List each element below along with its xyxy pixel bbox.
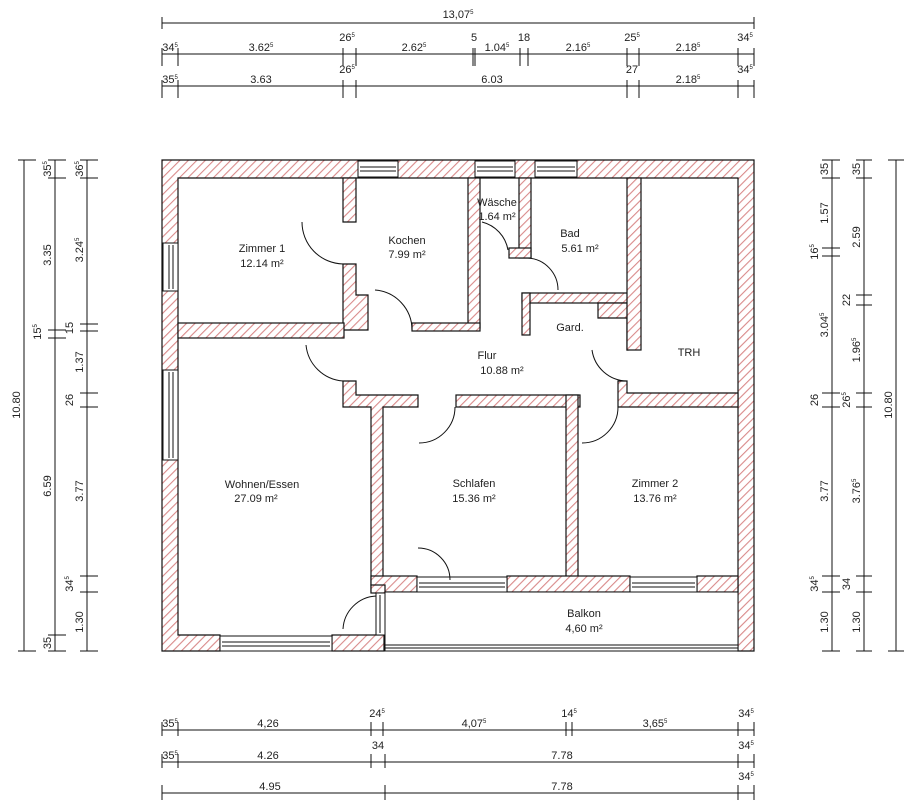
svg-text:1.57: 1.57 xyxy=(819,202,831,223)
svg-text:22: 22 xyxy=(841,294,853,306)
svg-text:345: 345 xyxy=(737,32,753,44)
svg-text:18: 18 xyxy=(518,32,530,44)
svg-text:345: 345 xyxy=(64,576,76,592)
room-name-trh: TRH xyxy=(678,347,701,359)
svg-text:3.77: 3.77 xyxy=(819,480,831,501)
dim-top-labels: 13,075 345 3.625 265 2.625 5 1.045 18 2.… xyxy=(162,9,753,86)
svg-text:345: 345 xyxy=(162,42,178,54)
room-labels: Zimmer 1 12.14 m² Kochen 7.99 m² Wäsche … xyxy=(225,197,701,635)
svg-text:265: 265 xyxy=(339,32,355,44)
svg-text:34: 34 xyxy=(372,740,384,752)
room-name-bad: Bad xyxy=(560,228,580,240)
svg-text:3.625: 3.625 xyxy=(249,42,274,54)
svg-text:365: 365 xyxy=(74,161,86,177)
doors xyxy=(301,221,628,630)
room-area-flur: 10.88 m² xyxy=(480,365,524,377)
room-area-waesche: 1.64 m² xyxy=(478,211,516,223)
svg-text:1.965: 1.965 xyxy=(851,337,863,362)
svg-text:26: 26 xyxy=(809,394,821,406)
svg-text:2.59: 2.59 xyxy=(851,226,863,247)
svg-text:355: 355 xyxy=(162,718,178,730)
svg-text:355: 355 xyxy=(162,74,178,86)
svg-text:2.185: 2.185 xyxy=(676,42,701,54)
svg-text:1.30: 1.30 xyxy=(819,611,831,632)
svg-text:345: 345 xyxy=(809,576,821,592)
svg-text:3.77: 3.77 xyxy=(74,480,86,501)
svg-text:355: 355 xyxy=(162,750,178,762)
svg-text:1.30: 1.30 xyxy=(851,611,863,632)
svg-text:10.80: 10.80 xyxy=(883,391,895,419)
svg-text:15: 15 xyxy=(64,322,76,334)
svg-text:245: 245 xyxy=(369,708,385,720)
svg-text:35: 35 xyxy=(42,637,54,649)
windows xyxy=(162,160,698,652)
room-name-zimmer2: Zimmer 2 xyxy=(632,478,678,490)
svg-text:265: 265 xyxy=(841,392,853,408)
svg-text:255: 255 xyxy=(624,32,640,44)
dim-bottom-labels: 355 4,26 245 4,075 145 3,655 345 355 4.2… xyxy=(162,708,754,793)
dim-right-labels: 35 1.57 165 3.045 26 3.77 345 1.30 35 2.… xyxy=(809,163,895,633)
svg-text:6.59: 6.59 xyxy=(42,475,54,496)
svg-text:6.03: 6.03 xyxy=(481,74,502,86)
dimension-lines xyxy=(18,17,904,800)
room-name-flur: Flur xyxy=(478,350,497,362)
room-name-schlafen: Schlafen xyxy=(453,478,496,490)
room-area-kochen: 7.99 m² xyxy=(388,249,426,261)
svg-text:3.245: 3.245 xyxy=(74,237,86,262)
svg-text:2.625: 2.625 xyxy=(402,42,427,54)
room-area-balkon: 4,60 m² xyxy=(565,623,603,635)
svg-text:355: 355 xyxy=(42,161,54,177)
svg-text:165: 165 xyxy=(809,244,821,260)
svg-text:26: 26 xyxy=(64,394,76,406)
room-name-gard: Gard. xyxy=(556,322,584,334)
room-name-kochen: Kochen xyxy=(388,235,425,247)
svg-text:3.35: 3.35 xyxy=(42,244,54,265)
svg-text:4,26: 4,26 xyxy=(257,718,278,730)
svg-text:10.80: 10.80 xyxy=(11,391,23,419)
svg-text:3,655: 3,655 xyxy=(643,718,668,730)
svg-text:3.765: 3.765 xyxy=(851,478,863,503)
room-name-zimmer1: Zimmer 1 xyxy=(239,243,285,255)
room-name-balkon: Balkon xyxy=(567,608,601,620)
room-area-zimmer2: 13.76 m² xyxy=(633,493,677,505)
room-name-wohnen: Wohnen/Essen xyxy=(225,479,299,491)
svg-text:5: 5 xyxy=(471,32,477,44)
svg-text:4.26: 4.26 xyxy=(257,750,278,762)
svg-text:1.045: 1.045 xyxy=(485,42,510,54)
svg-text:345: 345 xyxy=(738,771,754,783)
svg-text:7.78: 7.78 xyxy=(551,750,572,762)
svg-text:35: 35 xyxy=(851,163,863,175)
svg-text:345: 345 xyxy=(737,64,753,76)
svg-text:35: 35 xyxy=(819,163,831,175)
svg-text:1.37: 1.37 xyxy=(74,351,86,372)
svg-text:13,075: 13,075 xyxy=(443,9,475,21)
balcony-outline xyxy=(384,591,754,652)
svg-text:3.63: 3.63 xyxy=(250,74,271,86)
svg-text:34: 34 xyxy=(841,578,853,590)
svg-text:27: 27 xyxy=(626,64,638,76)
svg-text:7.78: 7.78 xyxy=(551,781,572,793)
svg-text:4,075: 4,075 xyxy=(462,718,487,730)
svg-text:4.95: 4.95 xyxy=(259,781,280,793)
dim-left-labels: 10.80 355 3.35 155 6.59 35 365 3.245 15 … xyxy=(11,161,86,650)
room-name-waesche: Wäsche xyxy=(477,197,517,209)
room-area-wohnen: 27.09 m² xyxy=(234,493,278,505)
svg-text:155: 155 xyxy=(32,324,44,340)
svg-text:3.045: 3.045 xyxy=(819,312,831,337)
svg-text:345: 345 xyxy=(738,708,754,720)
svg-text:345: 345 xyxy=(738,740,754,752)
walls xyxy=(161,159,755,652)
svg-text:2.185: 2.185 xyxy=(676,74,701,86)
svg-text:1.30: 1.30 xyxy=(74,611,86,632)
room-area-bad: 5.61 m² xyxy=(561,243,599,255)
svg-text:2.165: 2.165 xyxy=(566,42,591,54)
room-area-zimmer1: 12.14 m² xyxy=(240,258,284,270)
room-area-schlafen: 15.36 m² xyxy=(452,493,496,505)
svg-text:145: 145 xyxy=(561,708,577,720)
svg-text:265: 265 xyxy=(339,64,355,76)
